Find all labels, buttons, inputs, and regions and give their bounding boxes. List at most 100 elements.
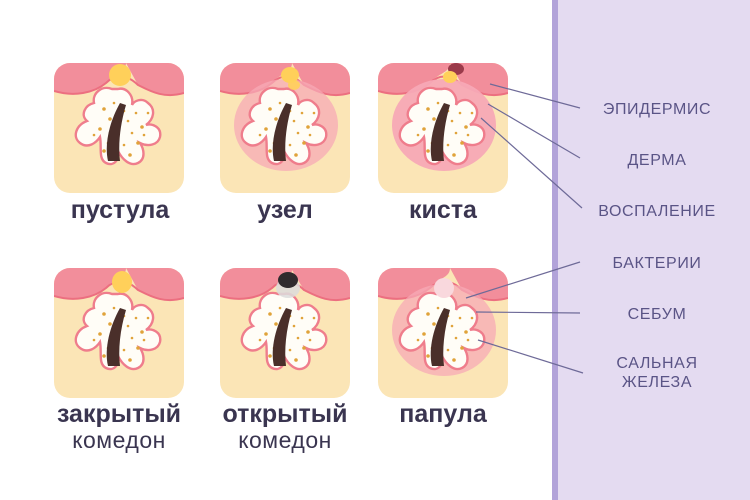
tile-content [378,268,508,398]
skin-section-closed-comedone [54,268,184,398]
legend-sebaceous-gland: САЛЬНАЯ ЖЕЛЕЗА [616,355,698,391]
tile-content [54,63,184,193]
bacteria-dot [264,127,268,131]
bacteria-dot [296,131,300,135]
bacteria-dot [302,141,306,145]
bacteria-dot [108,117,112,121]
bacteria-dot [466,338,470,342]
tile-papule [378,268,508,398]
leader-sebaceous-gland [477,339,584,374]
bacteria-dot [102,354,106,358]
caption-papule: папула [343,400,543,428]
blackhead-plug [278,272,298,288]
bacteria-dot [454,131,458,135]
leader-dermis [487,103,581,159]
tile-cyst [378,63,508,193]
caption-open-comedone: открытый комедон [185,400,385,452]
caption-main: папула [399,400,487,428]
bacteria-dot [142,133,146,137]
hair-shaft [430,103,450,161]
tile-content [54,268,184,398]
bacteria-dot [296,336,300,340]
bacteria-dot [312,316,316,320]
bacteria-dot [458,111,462,115]
bacteria-dot [258,133,262,137]
hair-shaft [106,308,126,366]
bacteria-dot [436,306,440,310]
bacteria-dot [450,324,454,328]
bacteria-dot [416,133,420,137]
bacteria-dot [142,338,146,342]
bacteria-dot [130,336,134,340]
bacteria-dot [458,316,462,320]
bacteria-dot [278,101,282,105]
bacteria-dot [140,125,144,129]
bacteria-dot [122,348,126,352]
bacteria-dot [98,332,102,336]
bacteria-dot [274,322,278,326]
bacteria-dot [128,153,132,157]
bacteria-dot [308,338,312,342]
epidermis-layer [378,268,508,301]
bacteria-dot [146,111,150,115]
bacteria-dot [460,141,464,145]
bacteria-dot [426,354,430,358]
tile-content [220,63,350,193]
leader-bacteria [465,261,581,299]
bacteria-dot [122,143,126,147]
bacteria-dot [464,330,468,334]
tile-closed-comedone [54,268,184,398]
skin-section-open-comedone [220,268,350,398]
legend-dermis: ДЕРМА [627,152,687,169]
pus-spot [288,80,300,90]
bacteria-dot [306,125,310,129]
skin-section-pustule [54,63,184,193]
hair-shaft [272,308,292,366]
bacteria-dot [288,348,292,352]
bacteria-dot [92,338,96,342]
leader-epidermis [489,83,581,109]
bacteria-dot [268,354,272,358]
bacteria-dot [146,316,150,320]
bacteria-dot [426,312,430,316]
tile-nodule [220,63,350,193]
tile-content [220,268,350,398]
bacteria-dot [258,338,262,342]
bacteria-dot [136,346,140,350]
bacteria-dot [466,133,470,137]
tile-content [378,63,508,193]
epidermis-layer [54,268,184,301]
bacteria-dot [278,306,282,310]
bacteria-dot [300,111,304,115]
caption-nodule: узел [185,196,385,224]
pus-head [281,67,299,83]
caption-cyst: киста [343,196,543,224]
bacteria-dot [446,143,450,147]
bacteria-dot [112,306,116,310]
caption-sub: комедон [238,427,332,453]
hair-shaft [272,103,292,161]
bacteria-dot [274,117,278,121]
caption-sub: комедон [72,427,166,453]
bacteria-dot [140,330,144,334]
caption-main: пустула [70,196,170,224]
bacteria-dot [128,358,132,362]
epidermis-layer [378,63,508,96]
bacteria-dot [470,316,474,320]
tile-pustule [54,63,184,193]
bacteria-dot [446,348,450,352]
hair-shaft [106,103,126,161]
pus-head [443,71,457,83]
epidermis-layer [220,63,350,96]
legend-divider [552,0,558,500]
bacteria-dot [300,316,304,320]
closed-pore [112,271,132,293]
papule-head [434,278,454,298]
tile-open-comedone [220,268,350,398]
caption-pustule: пустула [20,196,220,224]
bacteria-dot [134,111,138,115]
bacteria-dot [102,107,106,111]
pus-head [109,64,131,86]
bacteria-dot [102,312,106,316]
